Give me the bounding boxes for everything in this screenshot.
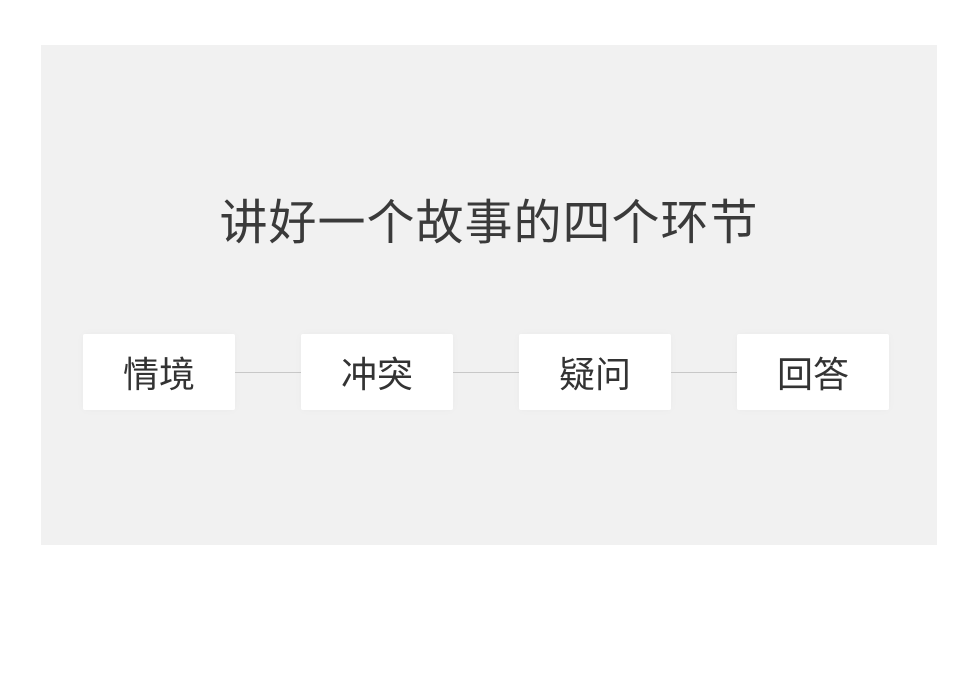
connector-line — [453, 371, 519, 373]
connector-line — [671, 371, 737, 373]
step-question: 疑问 — [519, 334, 671, 410]
step-situation: 情境 — [83, 334, 235, 410]
step-conflict: 冲突 — [301, 334, 453, 410]
diagram-panel: 讲好一个故事的四个环节 情境 冲突 疑问 回答 — [41, 45, 937, 545]
story-flow: 情境 冲突 疑问 回答 — [83, 332, 891, 412]
connector-line — [235, 371, 301, 373]
diagram-title: 讲好一个故事的四个环节 — [219, 195, 759, 251]
step-answer: 回答 — [737, 334, 889, 410]
